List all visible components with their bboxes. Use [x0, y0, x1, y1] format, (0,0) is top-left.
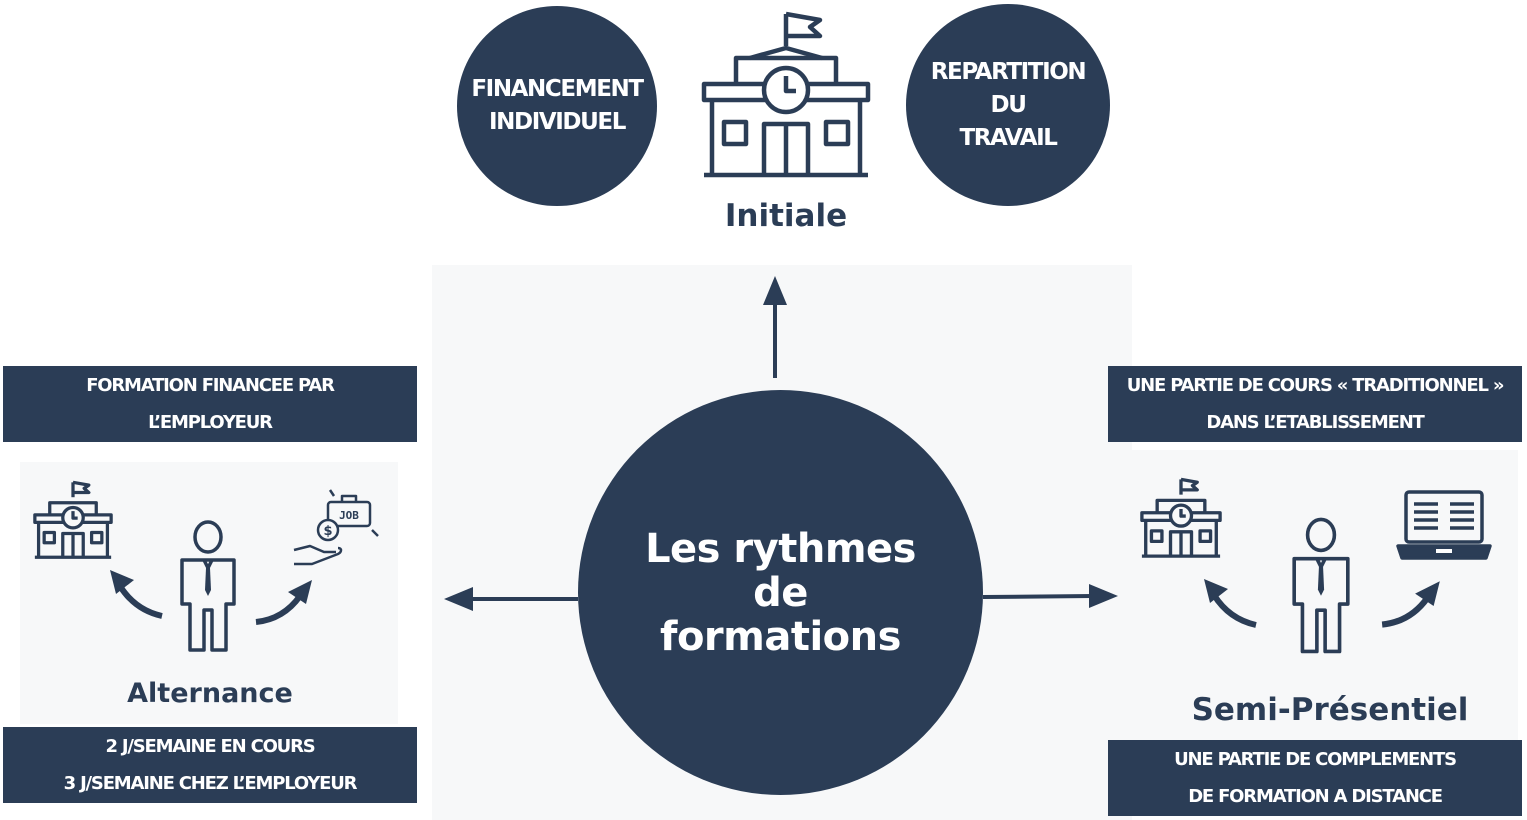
laptop-icon	[1396, 490, 1492, 560]
left-bottom-box: 2 J/SEMAINE EN COURS 3 J/SEMAINE CHEZ L’…	[3, 727, 417, 803]
arrow-up-head	[763, 276, 787, 305]
right-curved-arrow-left-icon	[1204, 579, 1257, 628]
left-school-icon	[33, 480, 113, 559]
right-person-icon	[1292, 517, 1350, 654]
initiale-label: Initiale	[724, 198, 848, 234]
right-top-box: UNE PARTIE DE COURS « TRADITIONNEL » DAN…	[1108, 366, 1522, 442]
center-title-line-3: formations	[660, 613, 901, 660]
school-building-icon	[701, 11, 871, 178]
repartition-line-3: TRAVAIL	[959, 124, 1057, 151]
financement-circle: FINANCEMENT INDIVIDUEL	[457, 6, 657, 206]
arrow-left-head	[444, 587, 473, 611]
right-top-line-2: DANS L’ETABLISSEMENT	[1206, 412, 1424, 433]
right-bottom-box: UNE PARTIE DE COMPLEMENTS DE FORMATION A…	[1108, 740, 1522, 816]
center-title-line-2: de	[753, 569, 808, 616]
left-bottom-line-2: 3 J/SEMAINE CHEZ L’EMPLOYEUR	[63, 773, 358, 794]
right-panel-bg	[1118, 450, 1518, 740]
center-circle: Les rythmes de formations	[578, 390, 983, 795]
right-school-icon	[1140, 477, 1222, 558]
left-top-line-1: FORMATION FINANCEE PAR	[86, 375, 335, 396]
job-money-icon: JOB $	[293, 489, 379, 566]
arrow-right-line	[982, 594, 1094, 599]
right-curved-arrow-right-icon	[1381, 581, 1440, 628]
left-top-box: FORMATION FINANCEE PAR L’EMPLOYEUR	[3, 366, 417, 442]
right-bottom-line-2: DE FORMATION A DISTANCE	[1188, 786, 1443, 807]
financement-line-2: INDIVIDUEL	[489, 109, 626, 135]
right-bottom-line-1: UNE PARTIE DE COMPLEMENTS	[1174, 749, 1457, 770]
financement-line-1: FINANCEMENT	[471, 76, 644, 102]
left-person-icon	[180, 520, 236, 652]
svg-text:$: $	[323, 524, 332, 539]
repartition-line-1: REPARTITION	[930, 58, 1087, 85]
left-curved-arrow-left-icon	[110, 570, 163, 619]
job-text: JOB	[339, 509, 359, 522]
left-bottom-line-1: 2 J/SEMAINE EN COURS	[105, 736, 315, 757]
left-curved-arrow-right-icon	[255, 580, 312, 625]
repartition-circle: REPARTITION DU TRAVAIL	[906, 4, 1110, 206]
arrow-right-head	[1089, 584, 1118, 608]
semi-presentiel-label: Semi-Présentiel	[1191, 692, 1469, 728]
repartition-line-2: DU	[990, 91, 1027, 118]
alternance-label: Alternance	[127, 678, 293, 709]
left-top-line-2: L’EMPLOYEUR	[148, 412, 273, 433]
right-top-line-1: UNE PARTIE DE COURS « TRADITIONNEL »	[1126, 375, 1505, 396]
center-title-line-1: Les rythmes	[645, 525, 916, 572]
